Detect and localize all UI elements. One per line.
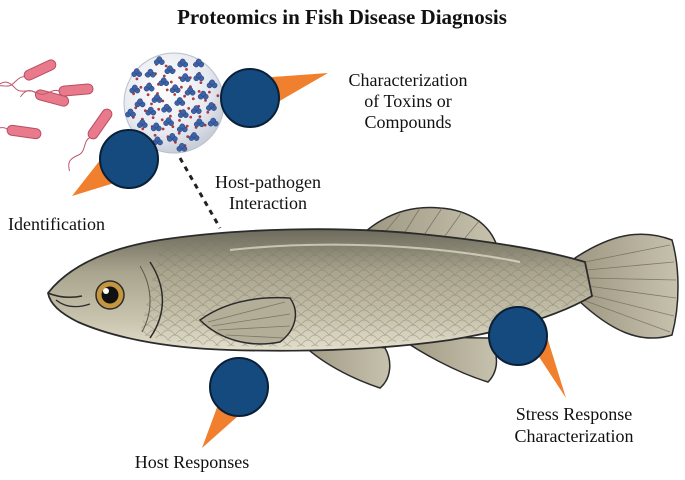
label-identification: Identification [8, 214, 105, 234]
marker-identification [72, 129, 159, 196]
bacterium [0, 121, 42, 140]
label-interaction-1: Host-pathogen [215, 172, 321, 192]
label-host-responses: Host Responses [135, 452, 250, 472]
label-toxins-1: Characterization [349, 70, 468, 90]
marker-toxins [220, 68, 328, 128]
marker-stress-response [488, 306, 566, 398]
interaction-line [178, 157, 222, 229]
bacterium [68, 108, 113, 172]
label-stress-2: Characterization [515, 426, 634, 446]
fish-eye [95, 280, 125, 310]
bacteria-icon [0, 59, 113, 172]
bacterium [19, 83, 94, 98]
diagram-title: Proteomics in Fish Disease Diagnosis [177, 5, 507, 29]
marker-host-responses [202, 357, 269, 448]
label-toxins-2: of Toxins or [364, 91, 451, 111]
tail-fin [574, 233, 679, 339]
bacterium [0, 59, 57, 96]
label-stress-1: Stress Response [516, 404, 633, 424]
label-toxins-3: Compounds [364, 112, 451, 132]
fish-illustration [47, 206, 679, 389]
virus-icon [123, 52, 225, 154]
label-interaction-2: Interaction [229, 193, 307, 213]
